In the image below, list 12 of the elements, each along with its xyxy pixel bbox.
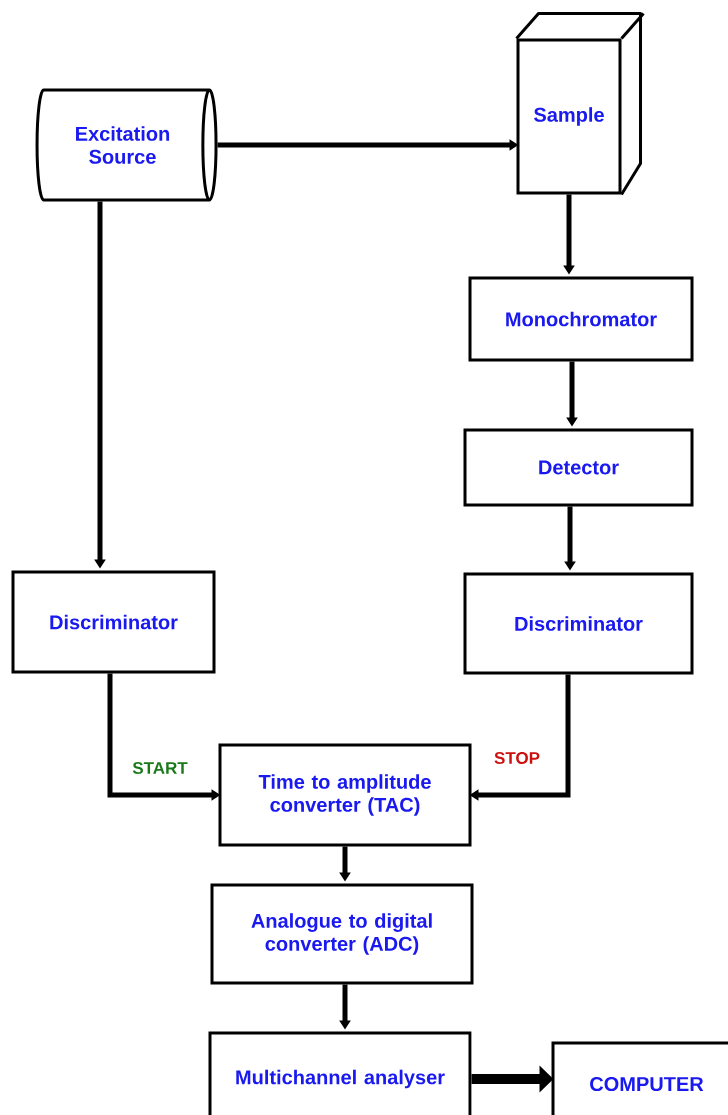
process-box: Time to amplitude converter (TAC) — [218, 743, 472, 847]
process-box: Multichannel analyser — [208, 1031, 472, 1115]
sample-box: Sample — [515, 12, 645, 196]
source-cylinder: Excitation Source — [35, 88, 218, 202]
process-box: Discriminator — [463, 572, 694, 675]
process-box: Analogue to digital converter (ADC) — [210, 883, 474, 985]
process-box: COMPUTER — [551, 1041, 728, 1115]
process-box: Discriminator — [11, 570, 216, 674]
process-box: Detector — [463, 428, 694, 507]
edge-label: STOP — [493, 751, 541, 765]
process-box: Monochromator — [468, 276, 694, 362]
edge-label: START — [131, 761, 189, 776]
